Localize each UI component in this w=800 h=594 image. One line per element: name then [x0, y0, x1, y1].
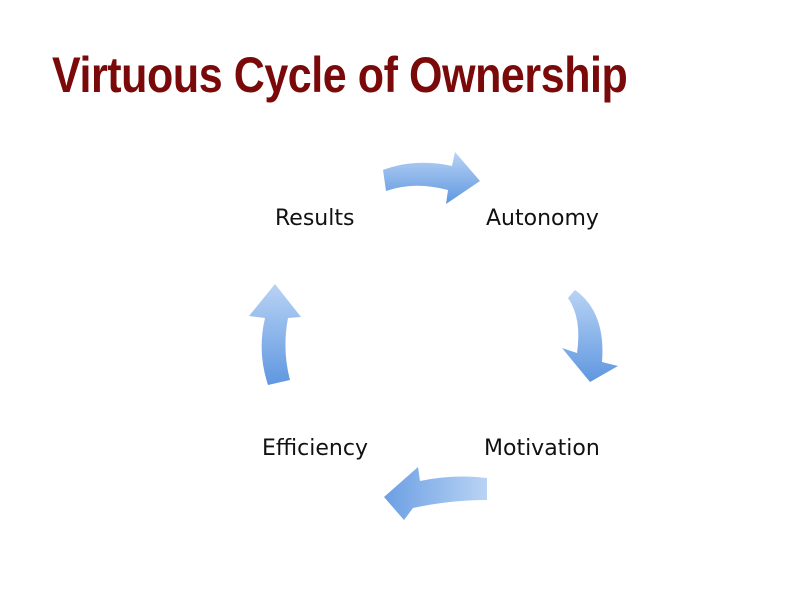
node-efficiency: Efficiency [262, 436, 368, 461]
node-autonomy: Autonomy [486, 206, 599, 231]
arrow-autonomy-to-motivation [562, 290, 618, 382]
node-results: Results [275, 206, 355, 231]
slide-title: Virtuous Cycle of Ownership [52, 47, 628, 103]
node-motivation: Motivation [484, 436, 600, 461]
arrow-motivation-to-efficiency [384, 467, 487, 520]
arrow-efficiency-to-results [249, 284, 301, 385]
arrow-results-to-autonomy [383, 152, 480, 204]
